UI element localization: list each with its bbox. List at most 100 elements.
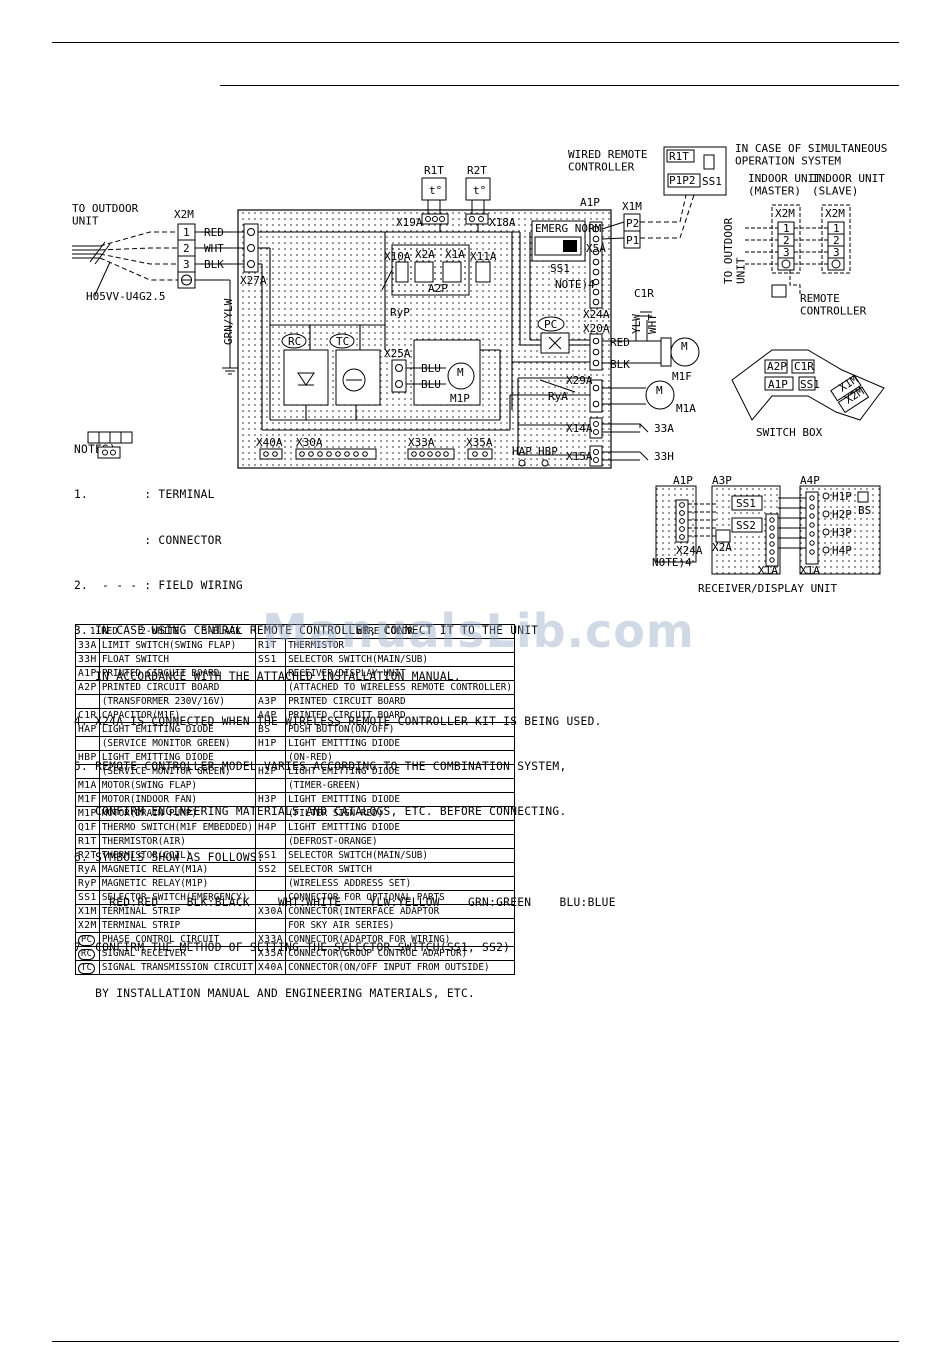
legend-description: LIGHT EMITTING DIODE [285, 764, 515, 779]
note4-label: NOTE)4 [555, 278, 595, 291]
note-line: 1. : TERMINAL [74, 488, 215, 502]
wire-blk: BLK [204, 258, 224, 271]
m1a-label: M1A [676, 402, 696, 415]
earth-icon [181, 274, 192, 286]
legend-description: LIGHT EMITTING DIODE [98, 722, 256, 737]
legend-code: 33A [75, 638, 100, 653]
legend-description: FOR SKY AIR SERIES) [285, 918, 515, 933]
legend-code: SS2 [254, 862, 287, 877]
legend-description: SIGNAL RECEIVER [98, 946, 256, 961]
x29a-label: X29A [566, 374, 593, 387]
m1f-m: M [681, 340, 688, 353]
rd-x24a: X24A [676, 544, 703, 557]
watermark: ManualsLib.com [262, 604, 695, 658]
legend-code: H2P [254, 764, 287, 779]
x2a-connector [414, 261, 434, 283]
legend-code: SS1 [75, 890, 100, 905]
slave-t1: 1 [833, 222, 840, 235]
legend-description: CAPACITOR(M1F) [98, 708, 256, 723]
outdoor-cable [72, 231, 178, 296]
legend-code: HAP [75, 722, 100, 737]
p1-label: P1 [626, 234, 639, 247]
legend-code [254, 778, 287, 793]
circled-code: RC [78, 949, 96, 960]
x14a-connector [589, 417, 603, 439]
remote-controller-icon [771, 284, 787, 298]
rd-ss2: SS2 [736, 519, 756, 532]
x24a-label: X24A [583, 308, 610, 321]
blu-label-1: BLU [421, 362, 441, 375]
legend-code: A2P [75, 680, 100, 695]
legend-code: H1P [254, 736, 287, 751]
note-line: BY INSTALLATION MANUAL AND ENGINEERING M… [74, 986, 476, 1000]
hbp-led-icon [541, 459, 549, 467]
rya-label: RyA [548, 390, 568, 403]
legend-code: RyA [75, 862, 100, 877]
tc-label: TC [336, 335, 349, 348]
note-line: NOTES) [74, 443, 117, 457]
hap-label: HAP [512, 445, 532, 458]
indoor-slave-label: INDOOR UNIT(SLAVE) [812, 172, 885, 198]
legend-code: TC [75, 960, 100, 975]
legend-description: THERMISTOR(COIL) [98, 848, 256, 863]
legend-code [254, 680, 287, 695]
legend-code: A1P [75, 666, 100, 681]
legend-code: R2T [75, 848, 100, 863]
legend-description: TERMINAL STRIP [98, 918, 256, 933]
ss1-label: SS1 [550, 262, 570, 275]
rd-a4p-label: A4P [800, 474, 820, 487]
legend-description: (ATTACHED TO WIRELESS REMOTE CONTROLLER) [285, 680, 515, 695]
x5a-label: X5A [586, 242, 606, 255]
rd-h4p: H4P [832, 544, 852, 557]
x11a-connector [475, 261, 491, 283]
p1p2-label: P1P2 [669, 174, 696, 187]
m1f-label: M1F [672, 370, 692, 383]
term-3: 3 [183, 258, 190, 271]
legend-code: PC [75, 932, 100, 947]
legend-code: X40A [254, 960, 287, 975]
legend-code [75, 694, 100, 709]
cable-label: H05VV-U4G2.5 [86, 290, 165, 303]
slave-t2: 2 [833, 234, 840, 247]
legend-description: SELECTOR SWITCH(EMERGENCY) [98, 890, 256, 905]
legend-description: THERMO SWITCH(M1F EMBEDDED) [98, 820, 256, 835]
receiver-display-label: RECEIVER/DISPLAY UNIT [698, 582, 837, 595]
x25a-label: X25A [384, 347, 411, 360]
a2p-label: A2P [428, 282, 448, 295]
wire-red: RED [204, 226, 224, 239]
m1p-m: M [457, 366, 464, 379]
legend-description: (FILTER SIGN-RED) [285, 806, 515, 821]
motor-m1p-icon [447, 362, 475, 390]
thermistor-r1t-icon [421, 177, 447, 214]
x27a-label: X27A [240, 274, 267, 287]
x40a-label: X40A [256, 436, 283, 449]
legend-description: (DEFROST-ORANGE) [285, 834, 515, 849]
c1r-label: C1R [634, 287, 654, 300]
rc-symbol [281, 333, 307, 349]
legend-description: LIGHT EMITTING DIODE [285, 736, 515, 751]
sb-a2p: A2P [767, 360, 787, 373]
legend-code [75, 736, 100, 751]
legend-code [254, 876, 287, 891]
a1p-label: A1P [580, 196, 600, 209]
indoor-master-label: INDOOR UNIT(MASTER) [748, 172, 821, 198]
legend-code: X35A [254, 946, 287, 961]
to-outdoor-vert-label: TO OUTDOORUNIT [722, 217, 748, 284]
blk-label: BLK [610, 358, 630, 371]
legend-code [254, 834, 287, 849]
thermistor-r2t-icon [465, 177, 491, 214]
sb-c1r: C1R [794, 360, 814, 373]
motor-m1f-icon [670, 337, 700, 367]
m1f-connector [660, 337, 672, 367]
legend-description: THERMISTOR(AIR) [98, 834, 256, 849]
legend-code: Q1F [75, 820, 100, 835]
legend-code: RC [75, 946, 100, 961]
term-1: 1 [183, 226, 190, 239]
